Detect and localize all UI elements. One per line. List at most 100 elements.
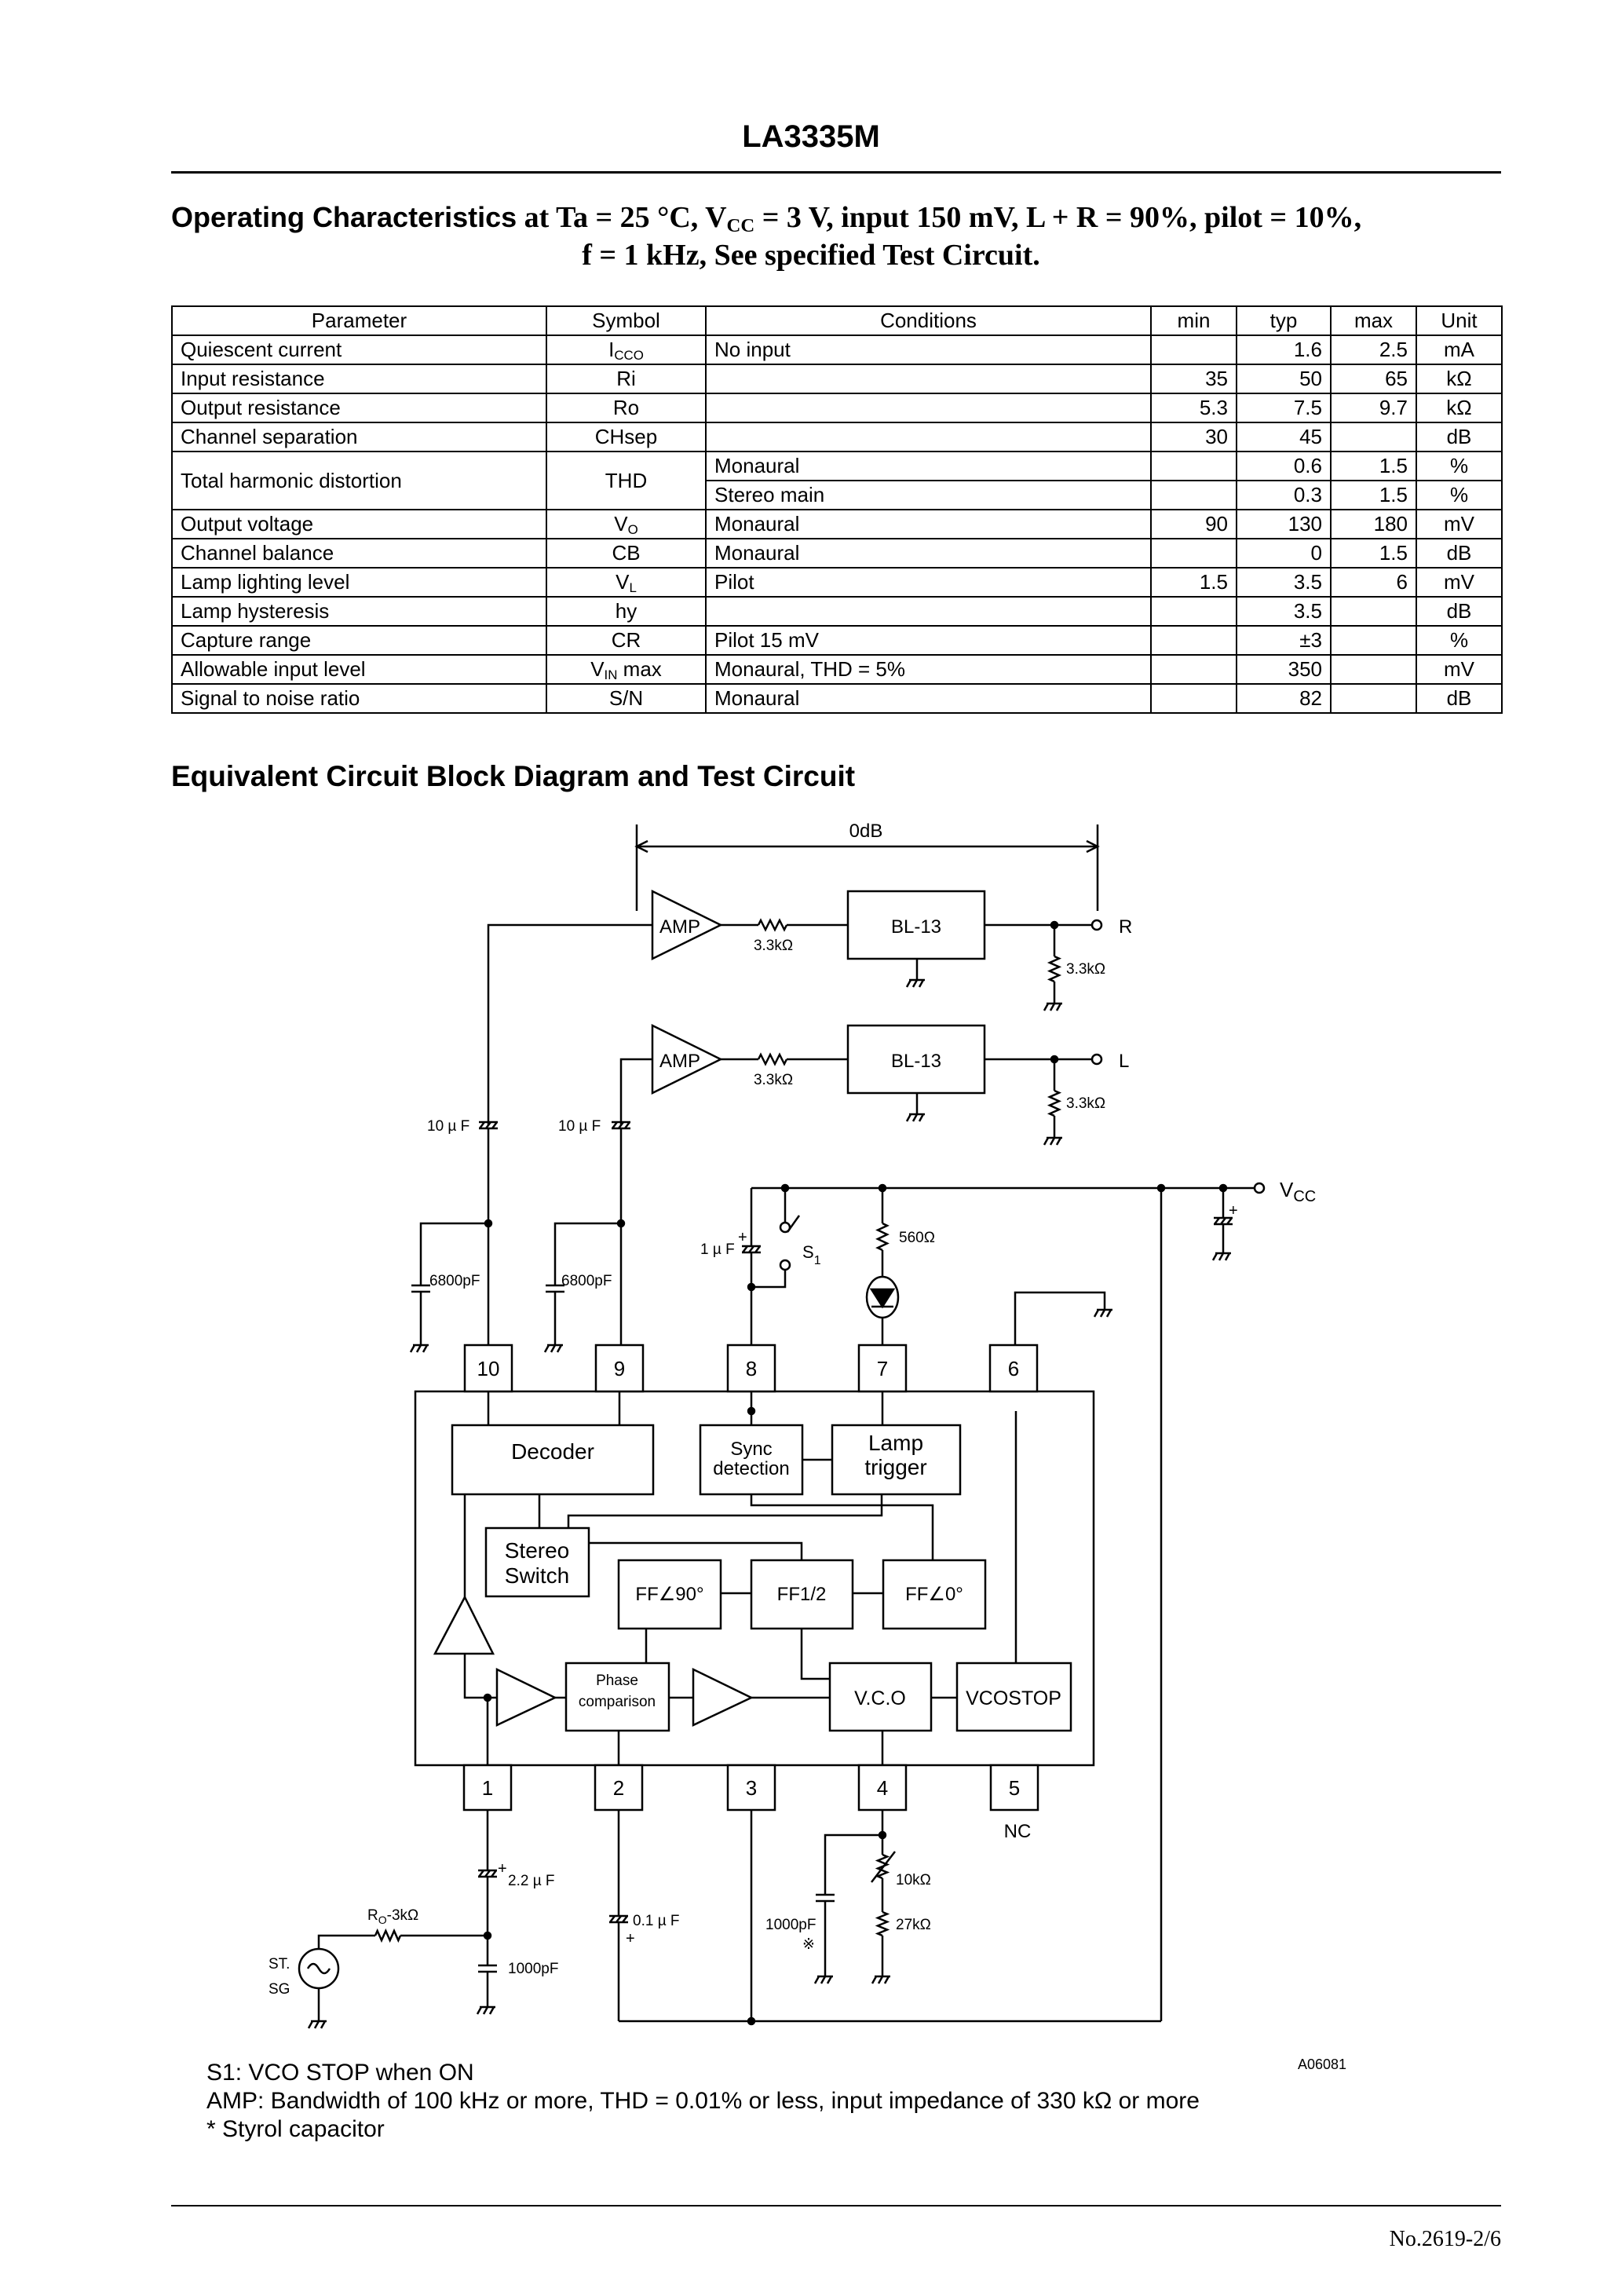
junction-dot bbox=[878, 1183, 887, 1193]
phase-label-1: Phase bbox=[596, 1673, 638, 1689]
footer-rule bbox=[171, 2205, 1501, 2206]
parameter-cell: Channel balance bbox=[171, 538, 547, 569]
document-title: LA3335M bbox=[742, 119, 880, 154]
parameter-cell: Channel separation bbox=[171, 422, 547, 452]
cap-6800pf-2-label: 6800pF bbox=[561, 1273, 612, 1289]
output-l-label: L bbox=[1119, 1051, 1129, 1072]
unit-cell: dB bbox=[1416, 596, 1503, 627]
conditions-cell: Monaural bbox=[705, 509, 1152, 539]
cap-6800pf-1-label: 6800pF bbox=[429, 1273, 480, 1289]
conditions-cell bbox=[705, 422, 1152, 452]
max-cell: 1.5 bbox=[1330, 538, 1417, 569]
ground-icon bbox=[1043, 1136, 1062, 1146]
wire bbox=[419, 1222, 488, 1285]
ro-resistor-icon bbox=[374, 1928, 402, 1943]
res-560-label: 560Ω bbox=[899, 1230, 935, 1246]
ground-hatch bbox=[813, 1976, 820, 1984]
parameter-cell: Lamp hysteresis bbox=[171, 596, 547, 627]
pin-9-label: 9 bbox=[614, 1357, 625, 1380]
electrolytic-capacitor-icon bbox=[742, 1245, 761, 1254]
cap-hatch bbox=[491, 1121, 498, 1129]
electrolytic-capacitor-icon bbox=[612, 1121, 630, 1130]
ground-icon bbox=[905, 1113, 925, 1122]
stereo-label-1: Stereo bbox=[505, 1538, 570, 1563]
ground-hatch bbox=[482, 2006, 489, 2015]
min-cell bbox=[1150, 625, 1237, 656]
junction-dot bbox=[483, 1693, 492, 1702]
wire bbox=[463, 1654, 497, 1699]
junction-dot bbox=[484, 1219, 493, 1228]
max-cell bbox=[1330, 654, 1417, 685]
cap-hatch bbox=[616, 1915, 622, 1923]
plus-1u: + bbox=[738, 1229, 747, 1246]
electrolytic-capacitor-icon bbox=[609, 1914, 628, 1924]
amp-input-wire bbox=[487, 923, 652, 1125]
terminal bbox=[1090, 919, 1103, 931]
conditions-pre: at Ta = 25 °C, V bbox=[517, 201, 727, 234]
pin-2-box bbox=[594, 1764, 644, 1812]
pin-1-label: 1 bbox=[482, 1776, 493, 1800]
phase-comparison-block bbox=[564, 1662, 670, 1732]
vcc-sub-text: CC bbox=[1293, 1188, 1316, 1205]
terminal bbox=[1090, 1053, 1103, 1066]
ground-hatch bbox=[1224, 1252, 1231, 1261]
ground-hatch bbox=[1049, 1137, 1056, 1146]
sine-icon bbox=[306, 1962, 331, 1975]
typ-cell: 0 bbox=[1236, 538, 1332, 569]
parameter-cell: Quiescent current bbox=[171, 335, 547, 365]
loop-amp-triangle bbox=[692, 1668, 754, 1727]
unit-cell: mA bbox=[1416, 335, 1503, 365]
sync-label-1: Sync bbox=[730, 1439, 772, 1460]
wire bbox=[800, 1629, 830, 1680]
cap-hatch bbox=[754, 1245, 761, 1253]
unit-cell: dB bbox=[1416, 538, 1503, 569]
cap-hatch bbox=[609, 1915, 616, 1923]
unit-cell: dB bbox=[1416, 683, 1503, 714]
min-cell bbox=[1150, 538, 1237, 569]
symbol-cell: CHsep bbox=[546, 422, 707, 452]
ro-label: RO-3kΩ bbox=[367, 1907, 418, 1926]
cap-6800pf-icon bbox=[411, 1284, 430, 1293]
unit-cell: mV bbox=[1416, 654, 1503, 685]
cap-hatch bbox=[612, 1121, 618, 1129]
sg-label: SG bbox=[269, 1981, 290, 1998]
pin-2-label: 2 bbox=[613, 1776, 624, 1800]
wire bbox=[824, 1834, 882, 1895]
pin-10-label: 10 bbox=[477, 1357, 500, 1380]
ground-icon bbox=[543, 1344, 563, 1353]
wire bbox=[553, 1222, 621, 1285]
unit-cell: % bbox=[1416, 451, 1503, 481]
conditions-cell: Monaural bbox=[705, 538, 1152, 569]
conditions-cell: Monaural, THD = 5% bbox=[705, 654, 1152, 685]
note-s1: S1: VCO STOP when ON bbox=[206, 2060, 474, 2086]
min-cell bbox=[1150, 654, 1237, 685]
ground-icon bbox=[476, 2005, 495, 2015]
symbol-cell: VO bbox=[546, 509, 707, 539]
pin-6-label: 6 bbox=[1008, 1357, 1019, 1380]
ff0-block bbox=[882, 1559, 987, 1630]
switch-s1-label: S1 bbox=[802, 1242, 821, 1267]
ground-hatch bbox=[905, 979, 912, 988]
ground-hatch bbox=[1211, 1252, 1218, 1261]
ground-icon bbox=[871, 1975, 890, 1984]
max-cell: 1.5 bbox=[1330, 451, 1417, 481]
ground-hatch bbox=[556, 1344, 563, 1353]
ff90-label: FF∠90° bbox=[635, 1584, 703, 1605]
symbol-cell: S/N bbox=[546, 683, 707, 714]
symbol-cell: VL bbox=[546, 567, 707, 598]
ground-icon bbox=[813, 1975, 833, 1984]
symbol-subscript: L bbox=[629, 580, 637, 596]
symbol-text: V bbox=[614, 512, 628, 536]
symbol-text: CHsep bbox=[594, 425, 658, 448]
cap-hatch bbox=[618, 1121, 624, 1129]
max-cell: 1.5 bbox=[1330, 480, 1417, 510]
conditions-cell bbox=[705, 596, 1152, 627]
min-cell: 1.5 bbox=[1150, 567, 1237, 598]
